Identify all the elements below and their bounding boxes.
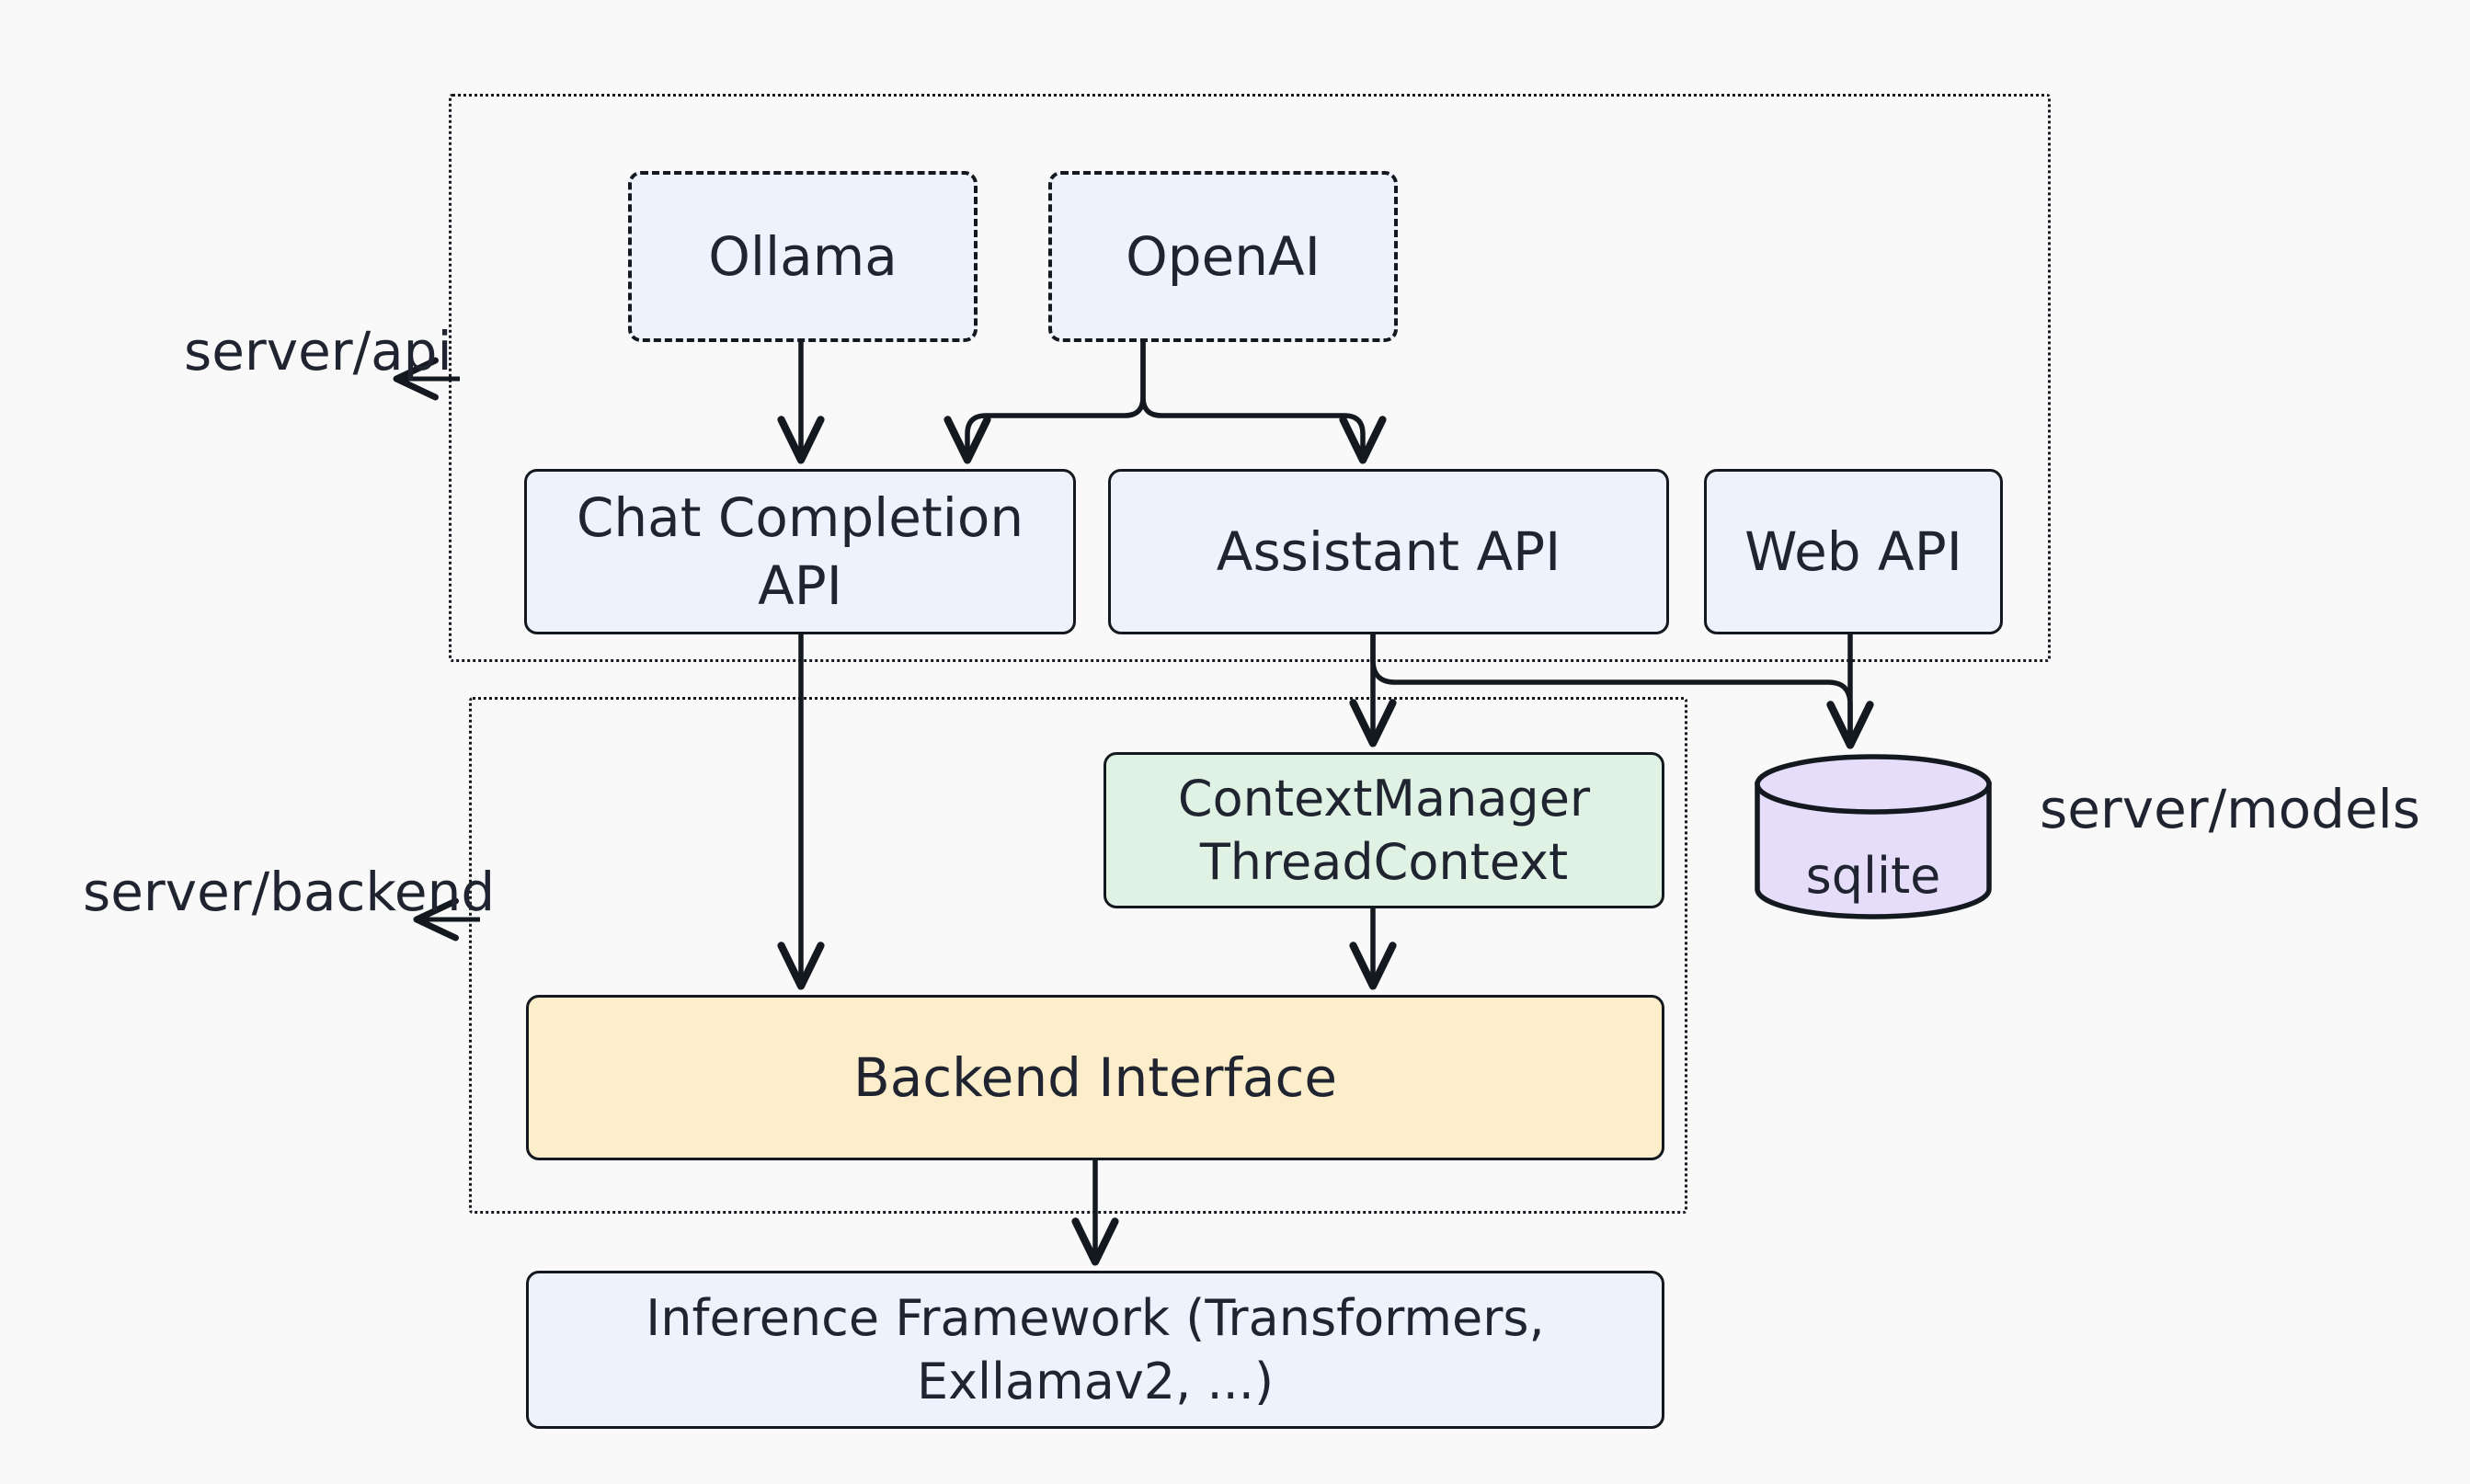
group-label-server-backend: server/backend (83, 861, 495, 923)
node-sqlite-database[interactable]: sqlite (1755, 754, 1992, 919)
node-web-api[interactable]: Web API (1704, 469, 2003, 634)
node-openai[interactable]: OpenAI (1048, 171, 1398, 342)
group-label-server-api: server/api (184, 320, 452, 382)
node-chat-completion-api[interactable]: Chat Completion API (524, 469, 1076, 634)
node-inference-framework-label: Inference Framework (Transformers, Exlla… (529, 1286, 1662, 1413)
node-assistant-api[interactable]: Assistant API (1108, 469, 1669, 634)
node-inference-framework[interactable]: Inference Framework (Transformers, Exlla… (526, 1271, 1664, 1429)
group-label-server-models: server/models (2040, 778, 2420, 840)
node-sqlite-label: sqlite (1755, 847, 1992, 905)
node-ollama[interactable]: Ollama (628, 171, 978, 342)
node-context-manager[interactable]: ContextManager ThreadContext (1103, 752, 1664, 908)
node-assistant-api-label: Assistant API (1217, 518, 1561, 586)
node-openai-label: OpenAI (1126, 223, 1321, 291)
node-context-manager-label: ContextManager ThreadContext (1178, 767, 1590, 894)
node-backend-interface-label: Backend Interface (853, 1044, 1337, 1112)
node-web-api-label: Web API (1744, 518, 1962, 586)
node-backend-interface[interactable]: Backend Interface (526, 995, 1664, 1160)
node-ollama-label: Ollama (708, 223, 897, 291)
node-chat-completion-api-label: Chat Completion API (527, 484, 1073, 620)
